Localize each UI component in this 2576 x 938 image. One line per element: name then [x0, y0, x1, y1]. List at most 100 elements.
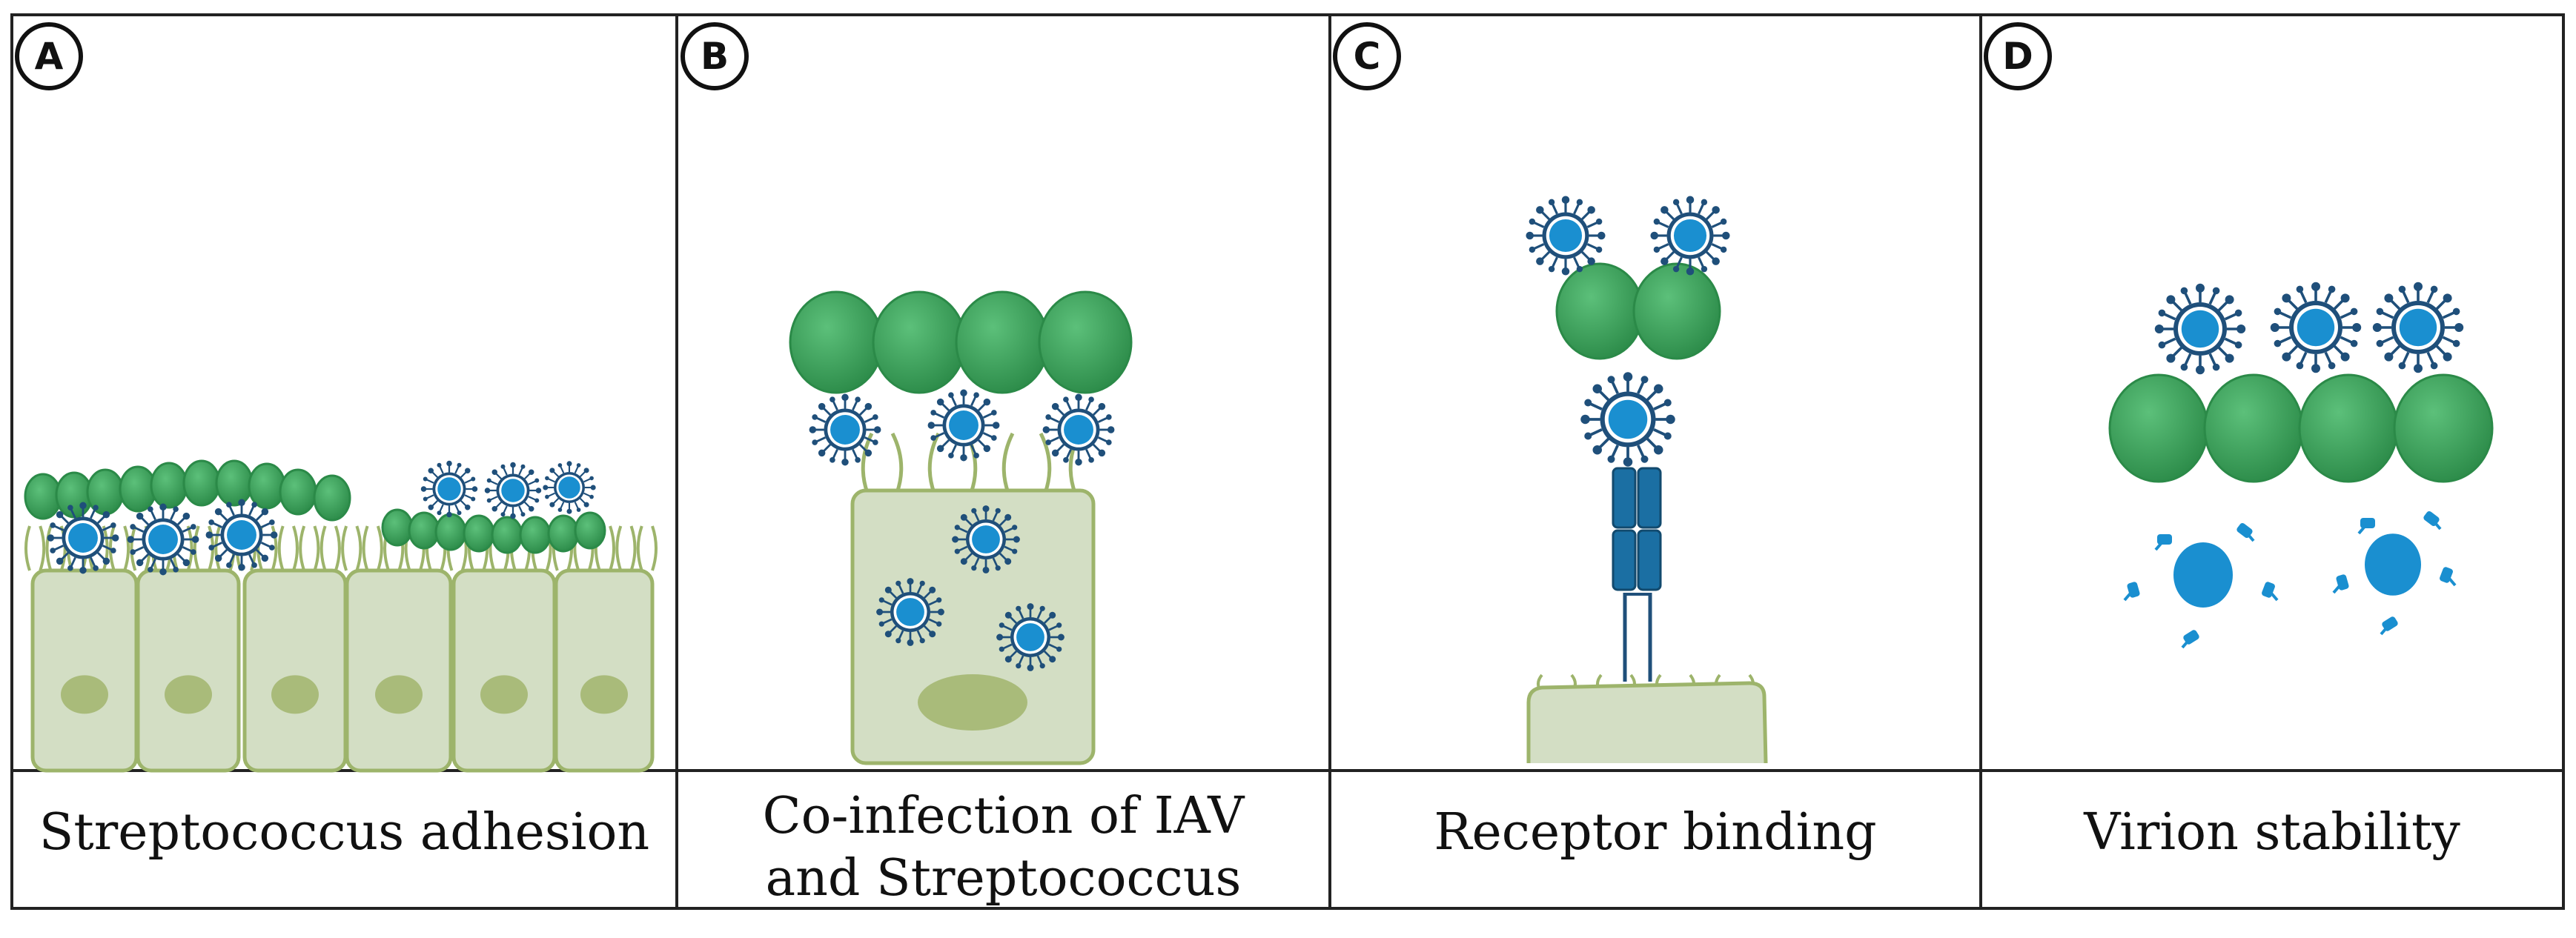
cilium [277, 525, 285, 571]
streptococcus-bacterium [381, 508, 414, 547]
cell-nucleus [165, 675, 212, 714]
influenza-virion [205, 498, 279, 572]
influenza-virion [420, 459, 479, 519]
influenza-virion [2269, 280, 2363, 375]
epithelial-cell [242, 568, 348, 773]
disrupted-virion [2332, 510, 2457, 636]
cilium [609, 525, 616, 571]
panel-a-illustration [24, 459, 658, 773]
influenza-virion [875, 576, 946, 648]
cilium [376, 525, 383, 571]
cilium [861, 432, 874, 493]
epithelial-cell [451, 568, 557, 773]
fragment-stalk [2123, 588, 2135, 602]
disrupted-virion [2123, 522, 2279, 649]
fragment-stalk [2154, 538, 2166, 551]
fragment-stalk [2445, 573, 2457, 587]
cilium [890, 432, 904, 493]
cilium [341, 525, 348, 571]
cilium [313, 525, 320, 571]
receptor-domain [1637, 467, 1662, 529]
caption-line: Virion stability [2084, 803, 2460, 862]
panel-badge-c: C [1333, 22, 1401, 90]
panel-c-illustration [1524, 194, 1768, 764]
caption-line: Streptococcus adhesion [39, 803, 650, 862]
streptococcus-bacterium [1632, 262, 1721, 360]
cell-nucleus [580, 675, 628, 714]
epithelial-cell [1526, 681, 1768, 764]
streptococcus-bacterium [313, 474, 351, 522]
fragment-stalk [2267, 588, 2279, 602]
cilium [292, 525, 299, 571]
influenza-virion [1649, 194, 1732, 277]
influenza-virion [46, 501, 120, 575]
influenza-virion [1042, 393, 1116, 467]
epithelial-cell [30, 568, 139, 773]
cell-nucleus [480, 675, 528, 714]
influenza-virion [808, 393, 882, 467]
fragment-stalk [2380, 622, 2391, 636]
cilium [334, 525, 341, 571]
streptococcus-bacterium [1038, 290, 1133, 394]
cilium [123, 525, 130, 571]
streptococcus-bacterium [491, 516, 523, 554]
cilium [193, 525, 200, 571]
figure-frame [10, 13, 2565, 910]
influenza-virion [2153, 282, 2247, 376]
receptor-domain [1612, 529, 1637, 591]
fragment-stalk [2357, 522, 2369, 535]
influenza-virion [950, 504, 1022, 575]
streptococcus-bacterium [434, 513, 467, 551]
epithelial-cell [554, 568, 655, 773]
panel-badge-d: D [1984, 22, 2052, 90]
panel-badge-a: A [15, 22, 83, 90]
streptococcus-bacterium [279, 468, 317, 516]
cilium [39, 525, 46, 571]
cilium [927, 432, 941, 493]
cell-nucleus [271, 675, 319, 714]
fragment-stalk [2243, 529, 2255, 542]
cell-nucleus [375, 675, 423, 714]
panel-badge-b: B [681, 22, 749, 90]
panel-b-illustration [789, 290, 1133, 765]
cilium [362, 525, 369, 571]
cilium [1001, 432, 1015, 493]
streptococcus-bacterium [215, 459, 254, 507]
streptococcus-bacterium [519, 516, 552, 554]
influenza-virion [126, 502, 200, 576]
fragment-stalk [2181, 636, 2193, 649]
fragment-stalk [2332, 581, 2344, 594]
streptococcus-bacterium [2108, 373, 2209, 483]
caption-line: Co-infection of IAV [762, 787, 1245, 845]
cilium [24, 525, 31, 571]
epithelial-cell [136, 568, 241, 773]
streptococcus-bacterium [2298, 373, 2399, 483]
epithelial-cell [345, 568, 453, 773]
receptor-domain [1612, 467, 1637, 529]
streptococcus-bacterium [182, 459, 221, 507]
panel-caption-c: Receptor binding [1330, 802, 1981, 864]
streptococcus-bacterium [2393, 373, 2494, 483]
cilium [214, 525, 222, 571]
fragment-stalk [2430, 517, 2442, 530]
epithelial-cell [850, 488, 1096, 765]
cilium [45, 525, 53, 571]
caption-line: and Streptococcus [765, 849, 1242, 908]
cilium [130, 525, 137, 571]
caption-line: Receptor binding [1434, 803, 1877, 862]
sialic-acid-receptor [1612, 467, 1662, 682]
cilium [299, 525, 306, 571]
outer-border [10, 13, 2565, 910]
cell-nucleus [918, 674, 1027, 731]
cilium [1039, 432, 1052, 493]
streptococcus-bacterium [574, 511, 606, 550]
cilium [629, 525, 637, 571]
panel-caption-a: Streptococcus adhesion [12, 802, 677, 864]
streptococcus-bacterium [150, 462, 188, 509]
streptococcus-bacterium [408, 511, 440, 550]
virion-core [2365, 533, 2421, 596]
streptococcus-bacterium [463, 514, 495, 553]
streptococcus-bacterium [248, 462, 286, 510]
